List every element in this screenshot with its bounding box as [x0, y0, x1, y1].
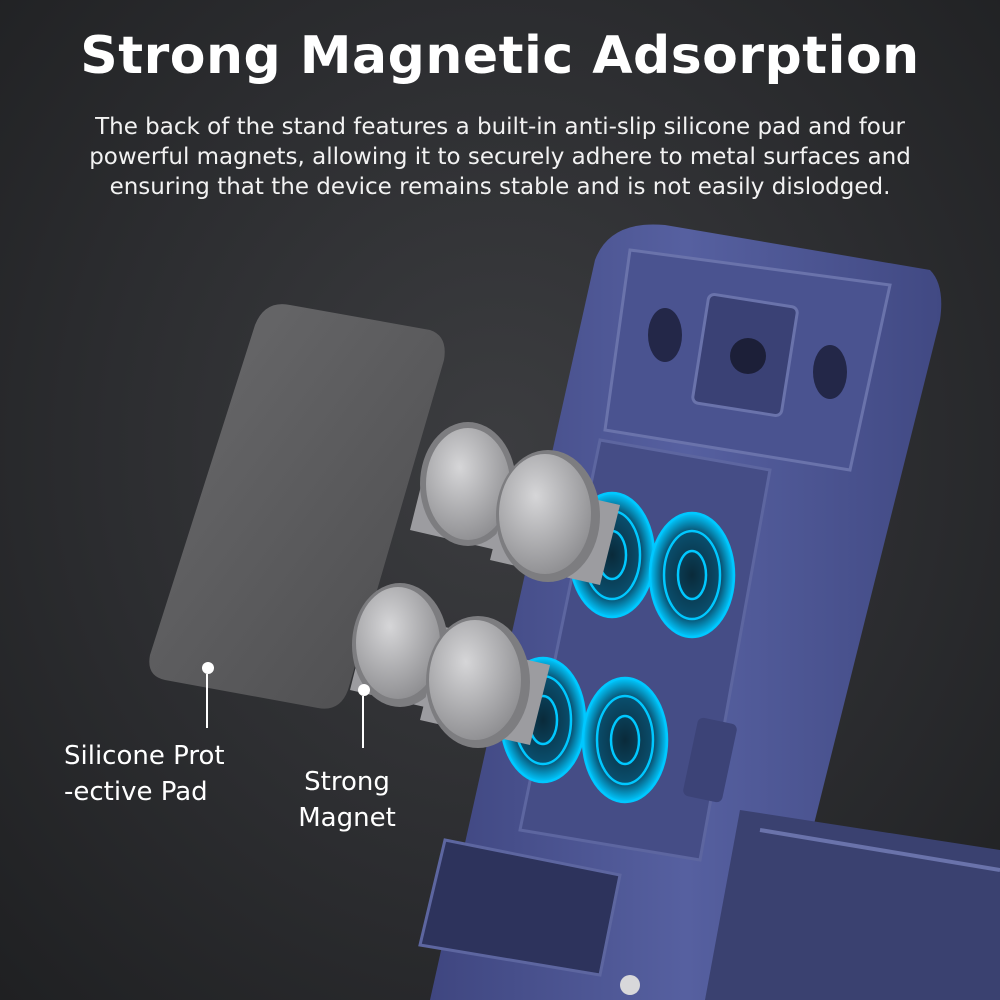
magnetic-field-rings: [499, 491, 736, 804]
headline: Strong Magnetic Adsorption: [80, 26, 920, 86]
callout-magnet-line-2: Magnet: [298, 803, 396, 833]
magnet-2: [490, 450, 620, 585]
callout-pad-line-2: -ective Pad: [64, 777, 208, 807]
callout-magnet-line-1: Strong: [304, 767, 390, 797]
callout-silicone-pad: Silicone Prot -ective Pad: [64, 738, 225, 810]
description-line-1: The back of the stand features a built-i…: [95, 114, 905, 140]
description: The back of the stand features a built-i…: [60, 112, 940, 202]
callout-strong-magnet: Strong Magnet: [292, 764, 402, 836]
description-line-2: powerful magnets, allowing it to securel…: [89, 144, 911, 170]
magnet-4: [420, 616, 550, 748]
callout-pad-line-1: Silicone Prot: [64, 741, 225, 771]
magnets: [350, 422, 620, 748]
description-line-3: ensuring that the device remains stable …: [109, 174, 891, 200]
